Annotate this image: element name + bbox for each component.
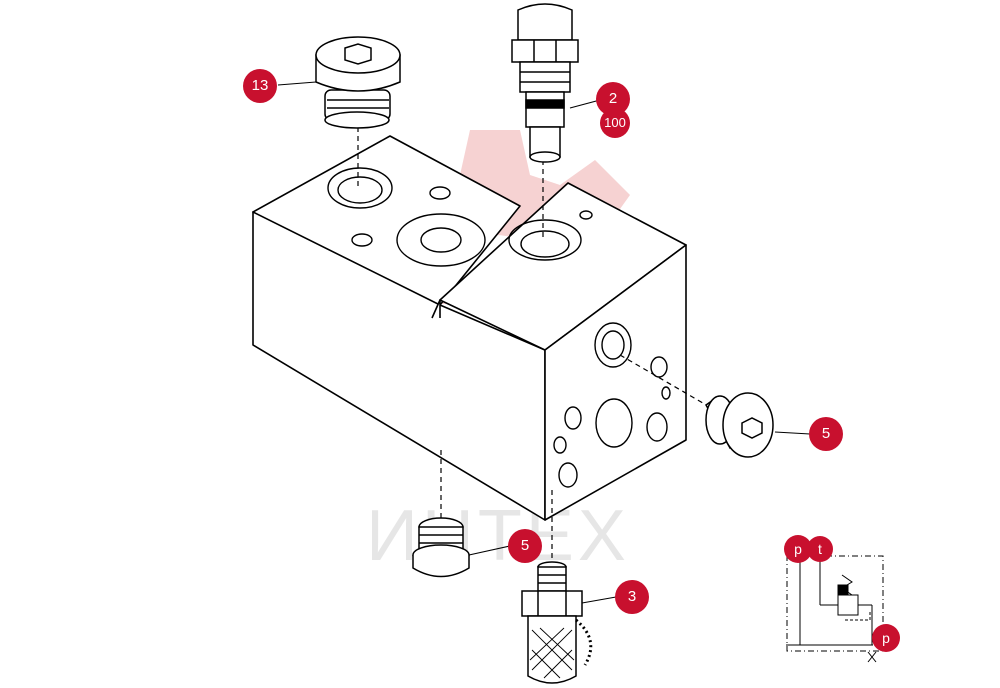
schematic-port-p-bottom: p — [872, 624, 900, 652]
plug-part-5-right[interactable] — [705, 392, 774, 458]
watermark-text: ИНТЕХ — [366, 496, 630, 576]
hydraulic-schematic — [786, 555, 884, 663]
callout-5-bottom[interactable]: 5 — [508, 529, 542, 563]
svg-text:p: p — [794, 541, 802, 557]
callout-13[interactable]: 13 — [243, 69, 277, 103]
leader-lines — [277, 81, 811, 604]
manifold-block — [252, 135, 687, 521]
block-ports — [327, 167, 671, 488]
assembly-lines — [357, 118, 716, 565]
plug-part-5-bottom[interactable] — [412, 517, 470, 578]
callout-5-right[interactable]: 5 — [809, 417, 843, 451]
svg-text:t: t — [818, 541, 822, 557]
schematic-port-t: t — [807, 536, 833, 562]
callout-100[interactable]: 100 — [600, 108, 630, 138]
cartridge-valve-part-2[interactable] — [511, 3, 579, 163]
callout-3[interactable]: 3 — [615, 580, 649, 614]
test-coupling-part-3[interactable] — [521, 561, 593, 684]
plug-part-13[interactable] — [315, 36, 401, 129]
schematic-port-p-top: p — [784, 535, 812, 563]
svg-text:p: p — [882, 630, 890, 646]
